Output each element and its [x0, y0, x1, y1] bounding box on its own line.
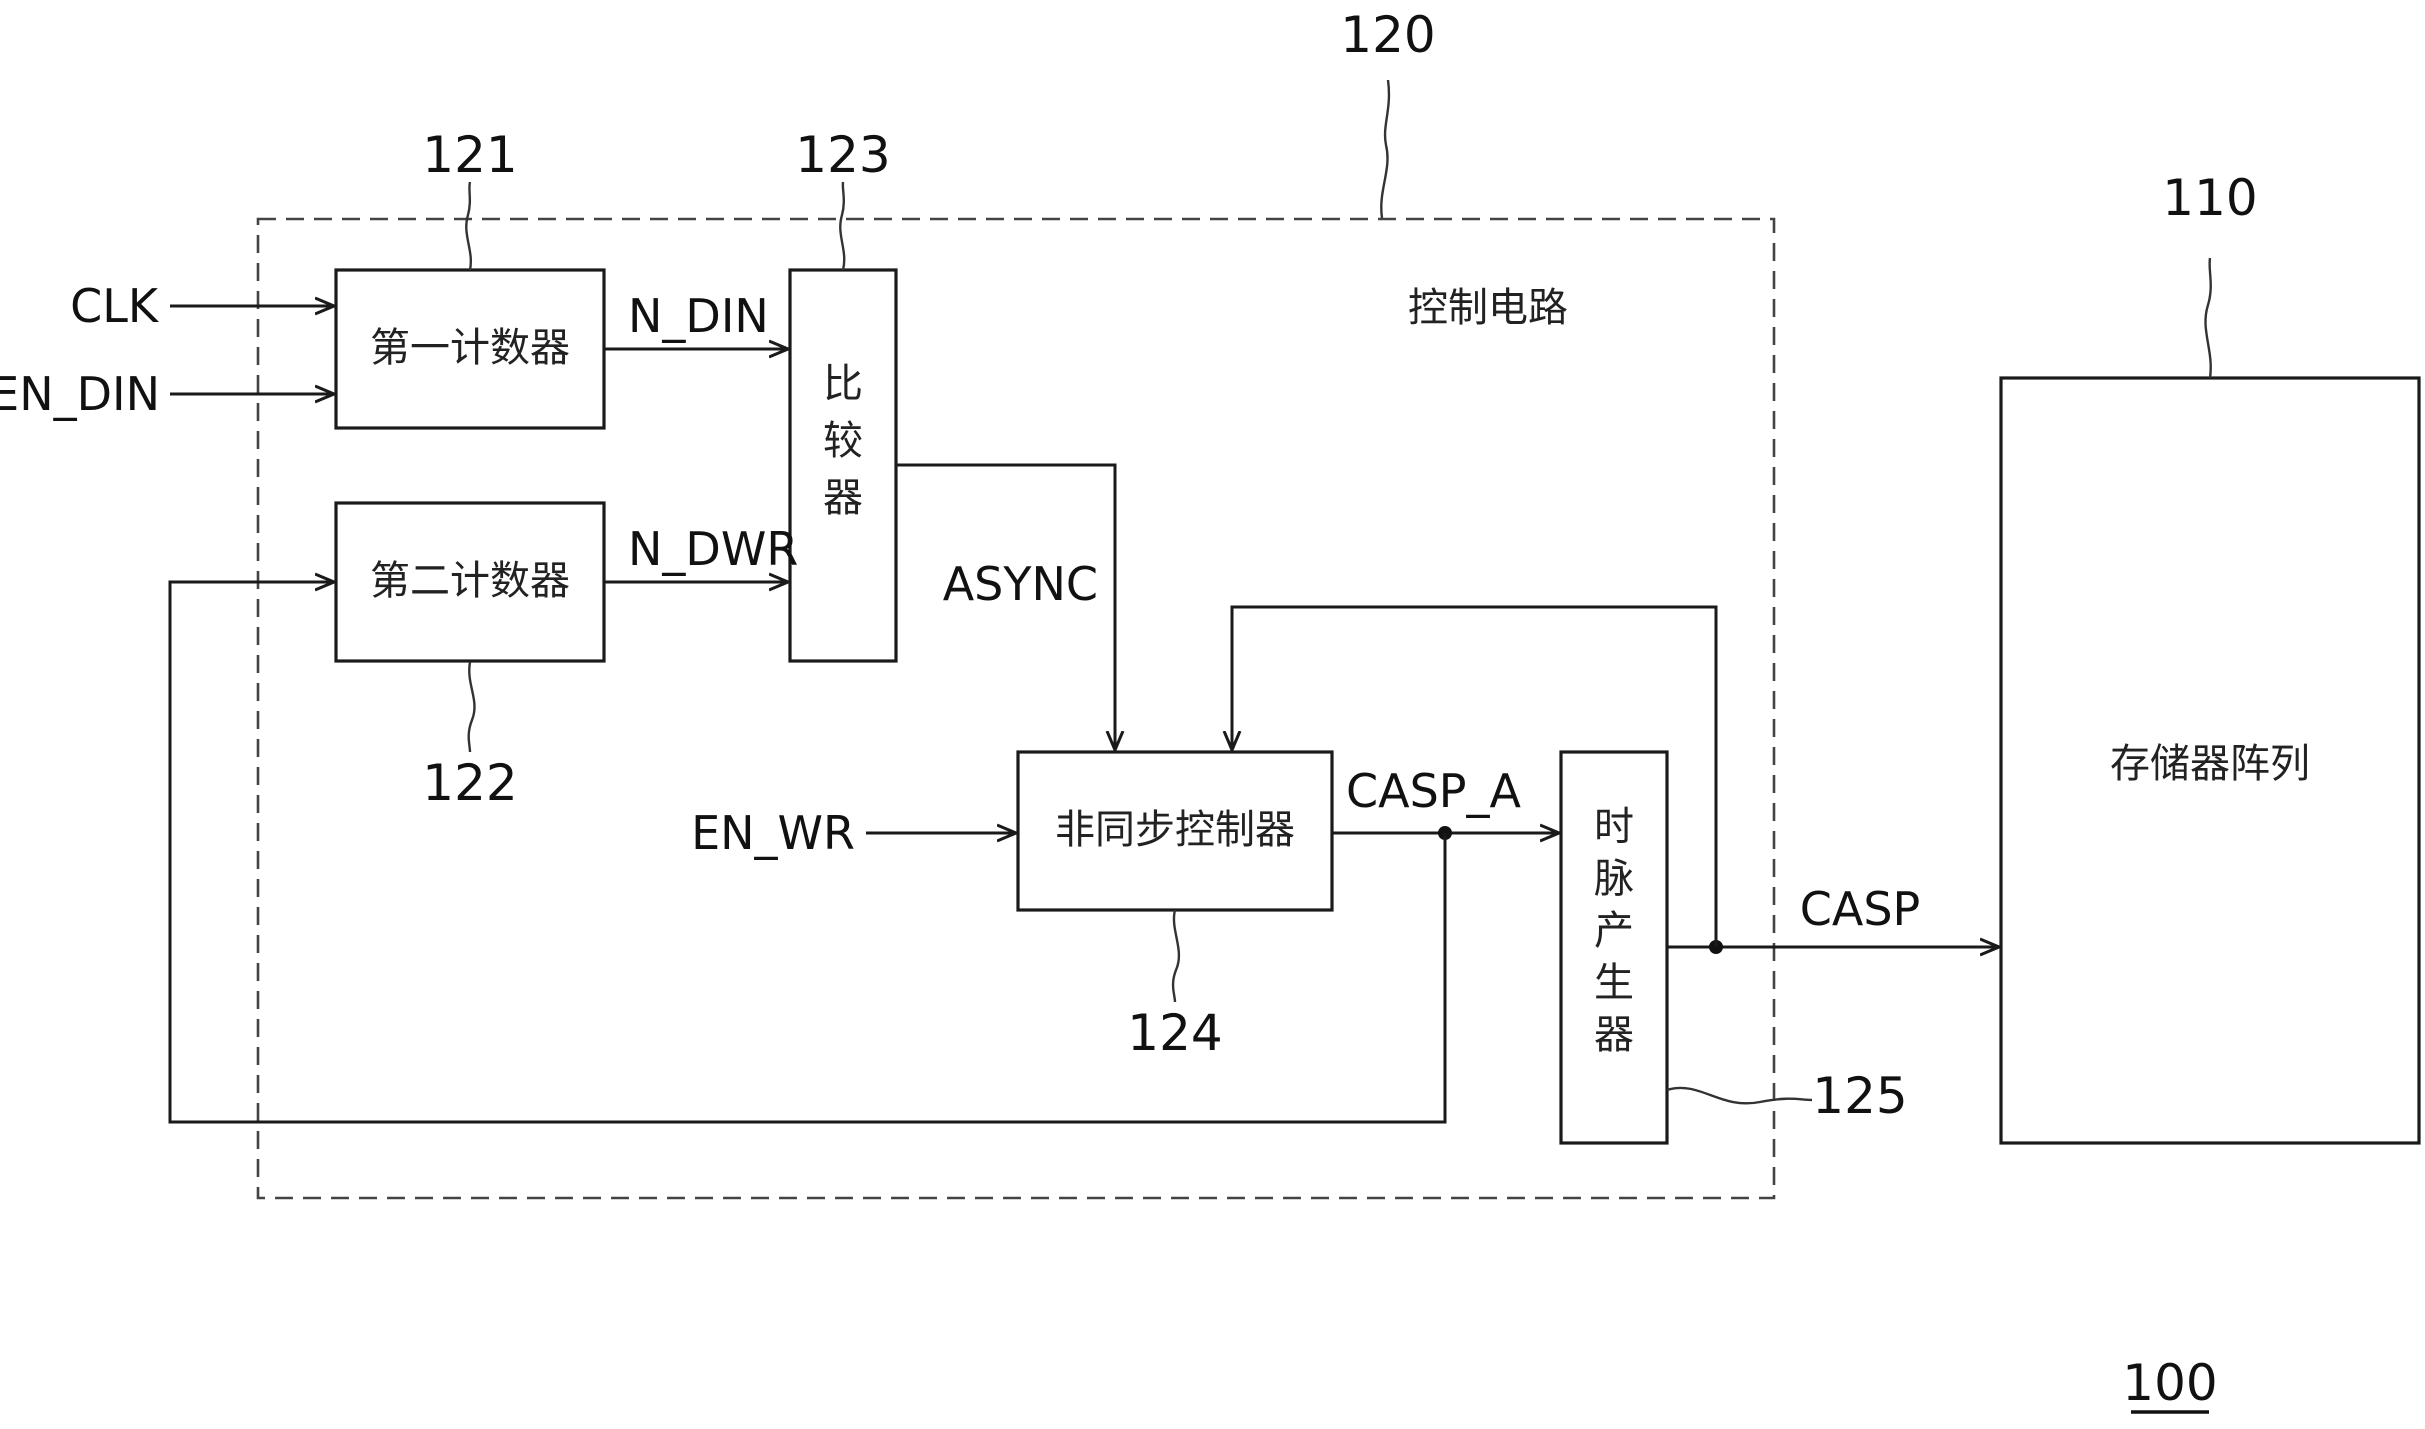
casp-feedback-wire: [1232, 605, 1718, 947]
clock-gen-char-1: 时: [1594, 804, 1634, 850]
n-dwr-signal-label: N_DWR: [628, 522, 798, 576]
second-counter-block: [334, 501, 606, 663]
first-counter-label: 第一计数器: [370, 325, 570, 371]
memory-array-block: [1999, 376, 2421, 1145]
leader-122: [467, 661, 476, 753]
leader-110: [2204, 257, 2212, 379]
casp-signal-label: CASP: [1800, 882, 1921, 936]
memory-array-label: 存储器阵列: [2110, 741, 2310, 787]
n-din-signal-label: N_DIN: [628, 289, 769, 343]
ref-124: 124: [1127, 1004, 1222, 1062]
async-controller-label: 非同步控制器: [1055, 807, 1295, 853]
async-wire: [896, 463, 1115, 750]
leader-125: [1666, 1086, 1813, 1105]
ref-123: 123: [795, 126, 890, 184]
clock-gen-char-5: 器: [1594, 1012, 1634, 1058]
figure-ref-100: 100: [2122, 1354, 2217, 1412]
leader-120: [1380, 79, 1391, 219]
leader-121: [465, 181, 473, 271]
comparator-char-2: 较: [823, 418, 863, 464]
clk-signal-label: CLK: [70, 279, 160, 333]
leader-123: [839, 181, 846, 271]
second-counter-label: 第二计数器: [370, 558, 570, 604]
en-wr-signal-label: EN_WR: [691, 806, 855, 860]
comparator-block: [788, 268, 898, 663]
casp-a-signal-label: CASP_A: [1346, 764, 1522, 818]
ref-122: 122: [422, 754, 517, 812]
casp-a-feedback-wire: [168, 582, 1447, 1124]
en-din-signal-label: EN_DIN: [0, 367, 160, 421]
ref-125: 125: [1812, 1067, 1907, 1125]
control-circuit-label: 控制电路: [1408, 285, 1568, 331]
comparator-char-3: 器: [823, 475, 863, 521]
ref-121: 121: [422, 126, 517, 184]
clock-gen-char-2: 脉: [1594, 856, 1634, 902]
ref-110: 110: [2162, 169, 2257, 227]
clock-gen-char-3: 产: [1594, 908, 1634, 954]
ref-120: 120: [1340, 6, 1435, 64]
comparator-char-1: 比: [823, 361, 863, 407]
clock-gen-char-4: 生: [1594, 960, 1634, 1006]
control-circuit-boundary: [256, 217, 1776, 1200]
async-signal-label: ASYNC: [943, 557, 1098, 611]
leader-124: [1171, 909, 1181, 1003]
